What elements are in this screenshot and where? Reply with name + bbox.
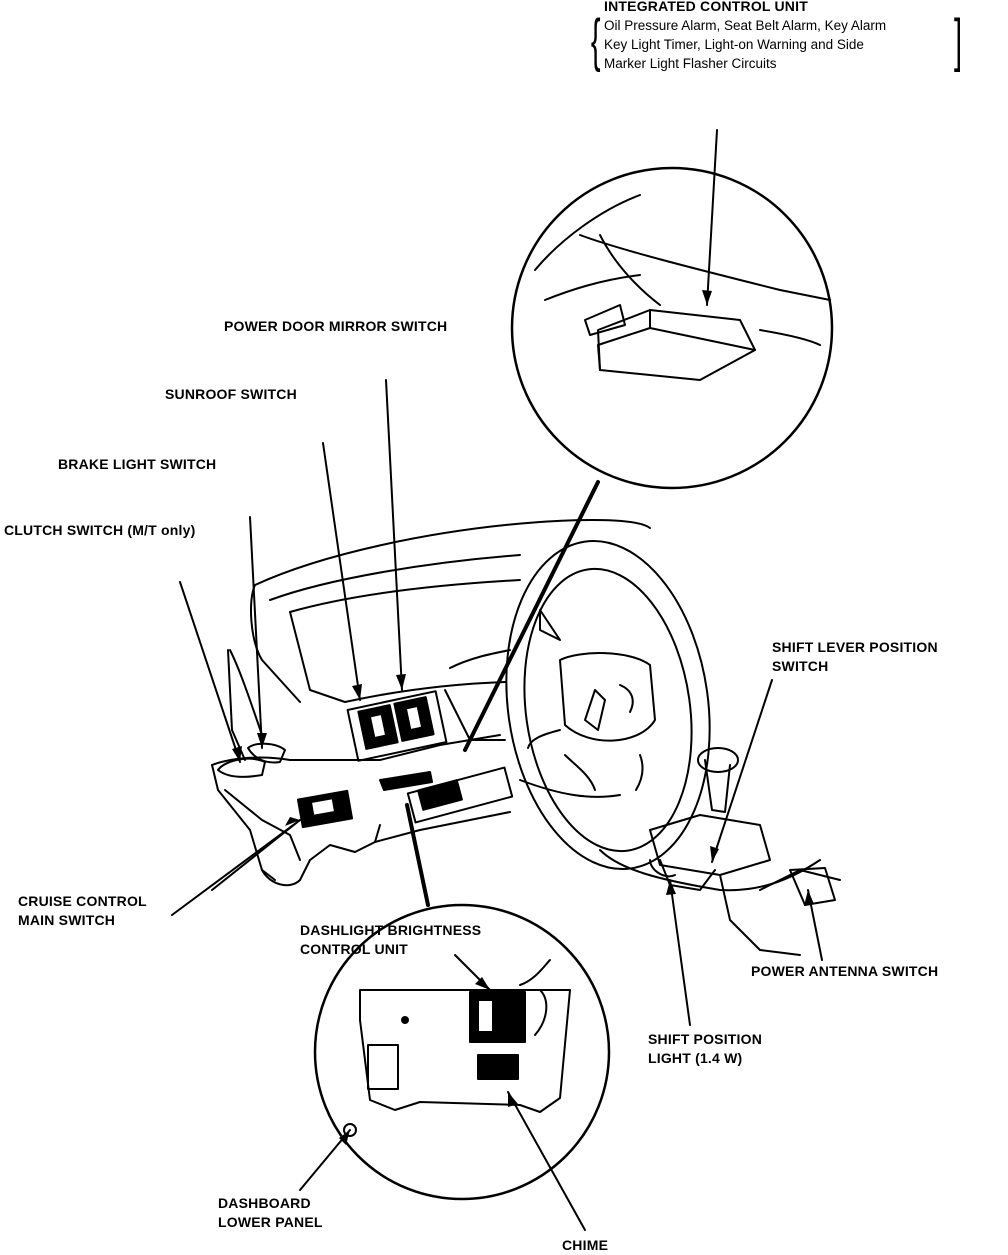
clutch-switch-label: CLUTCH SWITCH (M/T only) xyxy=(4,522,196,538)
chime-label: CHIME xyxy=(562,1237,609,1253)
dashboard-lower-panel-label-1: DASHBOARD xyxy=(218,1195,311,1211)
integrated-control-unit-inset xyxy=(510,166,834,490)
sunroof-switch-label: SUNROOF SWITCH xyxy=(165,386,297,402)
switch-cluster xyxy=(217,690,514,829)
dashlight-brightness-control-unit-label-1: DASHLIGHT BRIGHTNESS xyxy=(300,922,482,938)
integrated-control-unit-circuits-3: Marker Light Flasher Circuits xyxy=(604,56,777,71)
integrated-control-unit-label: INTEGRATED CONTROL UNIT xyxy=(604,0,808,14)
steering-wheel xyxy=(505,540,711,870)
power-door-mirror-switch-label: POWER DOOR MIRROR SWITCH xyxy=(224,318,448,334)
integrated-control-unit-circuits-2: Key Light Timer, Light-on Warning and Si… xyxy=(604,37,864,52)
shift-position-light-label-1: SHIFT POSITION xyxy=(648,1031,763,1047)
center-console xyxy=(599,747,841,956)
integrated-control-unit-circuits-1: Oil Pressure Alarm, Seat Belt Alarm, Key… xyxy=(604,18,887,33)
leader-lines xyxy=(171,129,823,1231)
brake-light-switch-label: BRAKE LIGHT SWITCH xyxy=(58,456,217,472)
leader-arrowheads xyxy=(232,290,814,1145)
dashboard-lower-panel-inset xyxy=(313,903,611,1201)
shift-position-light-label-2: LIGHT (1.4 W) xyxy=(648,1050,743,1066)
right-bracket: ] xyxy=(954,8,963,73)
cruise-control-main-switch-label-2: MAIN SWITCH xyxy=(18,912,116,928)
dashlight-brightness-control-unit-label-2: CONTROL UNIT xyxy=(300,941,408,957)
left-bracket: { xyxy=(590,8,601,73)
dashboard-lower-panel-label-2: LOWER PANEL xyxy=(218,1214,323,1230)
shift-lever-position-switch-label-2: SWITCH xyxy=(772,658,829,674)
dashboard-outline xyxy=(211,519,651,887)
cruise-control-main-switch-label-1: CRUISE CONTROL xyxy=(18,893,147,909)
power-antenna-switch-label: POWER ANTENNA SWITCH xyxy=(751,963,939,979)
shift-lever-position-switch-label-1: SHIFT LEVER POSITION xyxy=(772,639,938,655)
